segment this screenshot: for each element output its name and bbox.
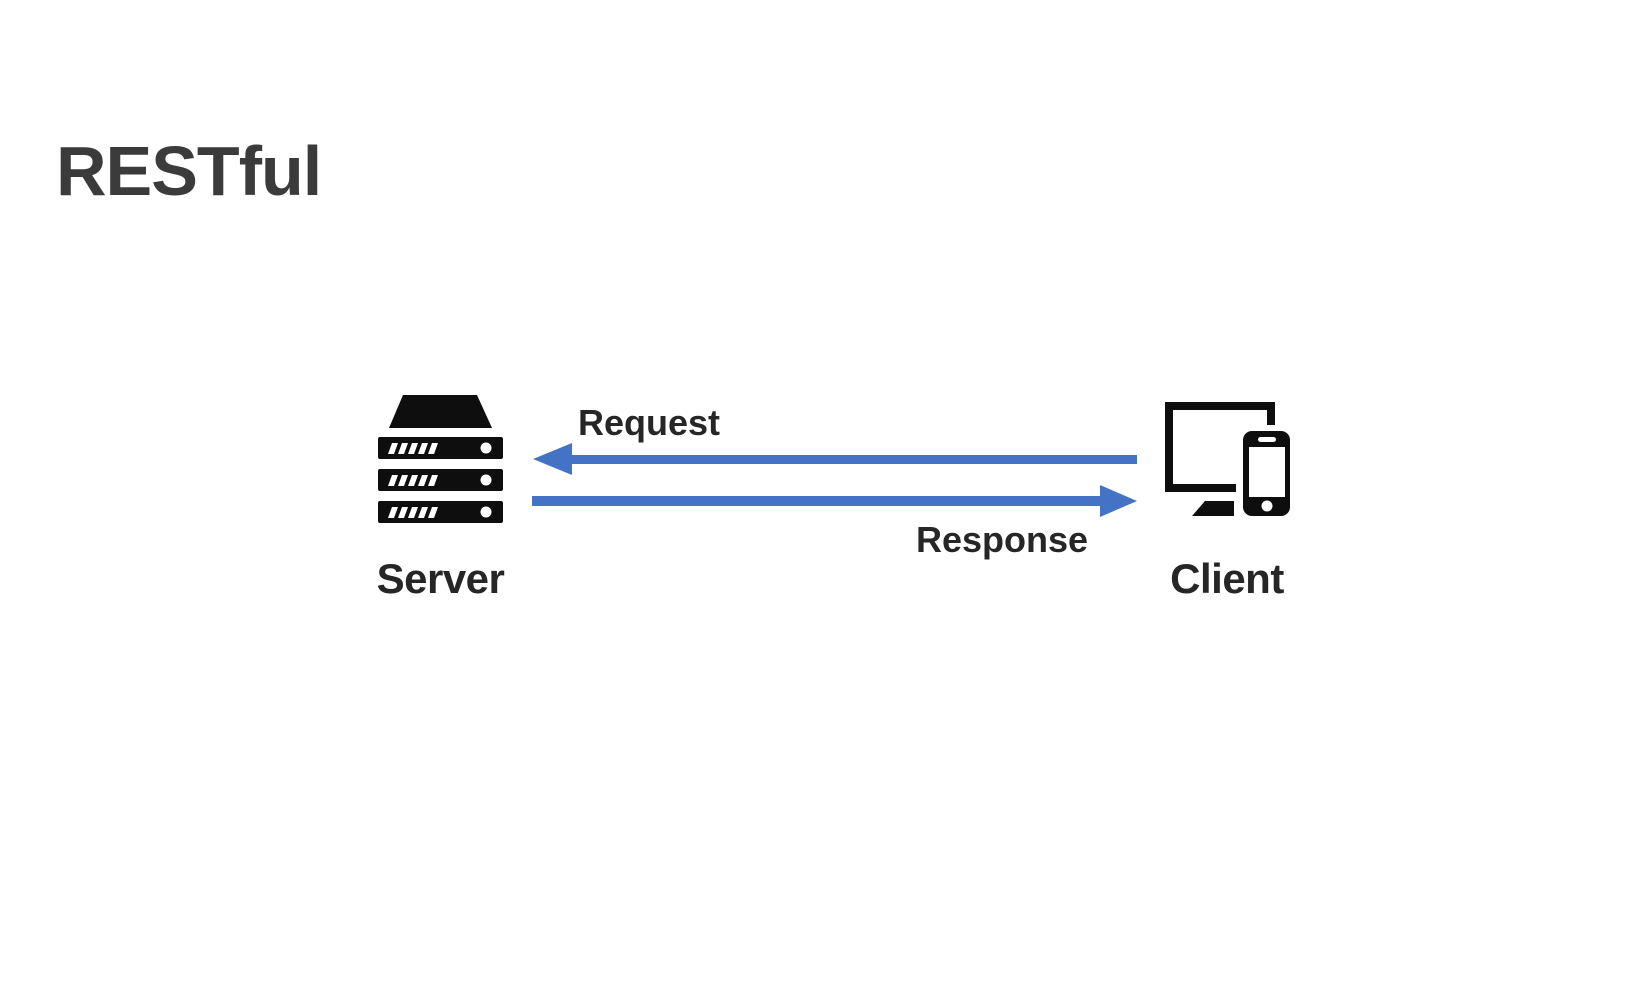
page-title: RESTful [56, 132, 322, 210]
server-top-shape [389, 395, 492, 428]
server-rack-icon [378, 395, 503, 523]
devices-icon [1165, 402, 1293, 518]
request-label: Request [578, 402, 721, 443]
server-label: Server [376, 555, 505, 602]
response-label: Response [916, 519, 1089, 560]
client-label: Client [1170, 555, 1284, 602]
smartphone-shape [1236, 425, 1293, 518]
response-arrow [532, 485, 1137, 517]
request-arrow [533, 443, 1137, 475]
